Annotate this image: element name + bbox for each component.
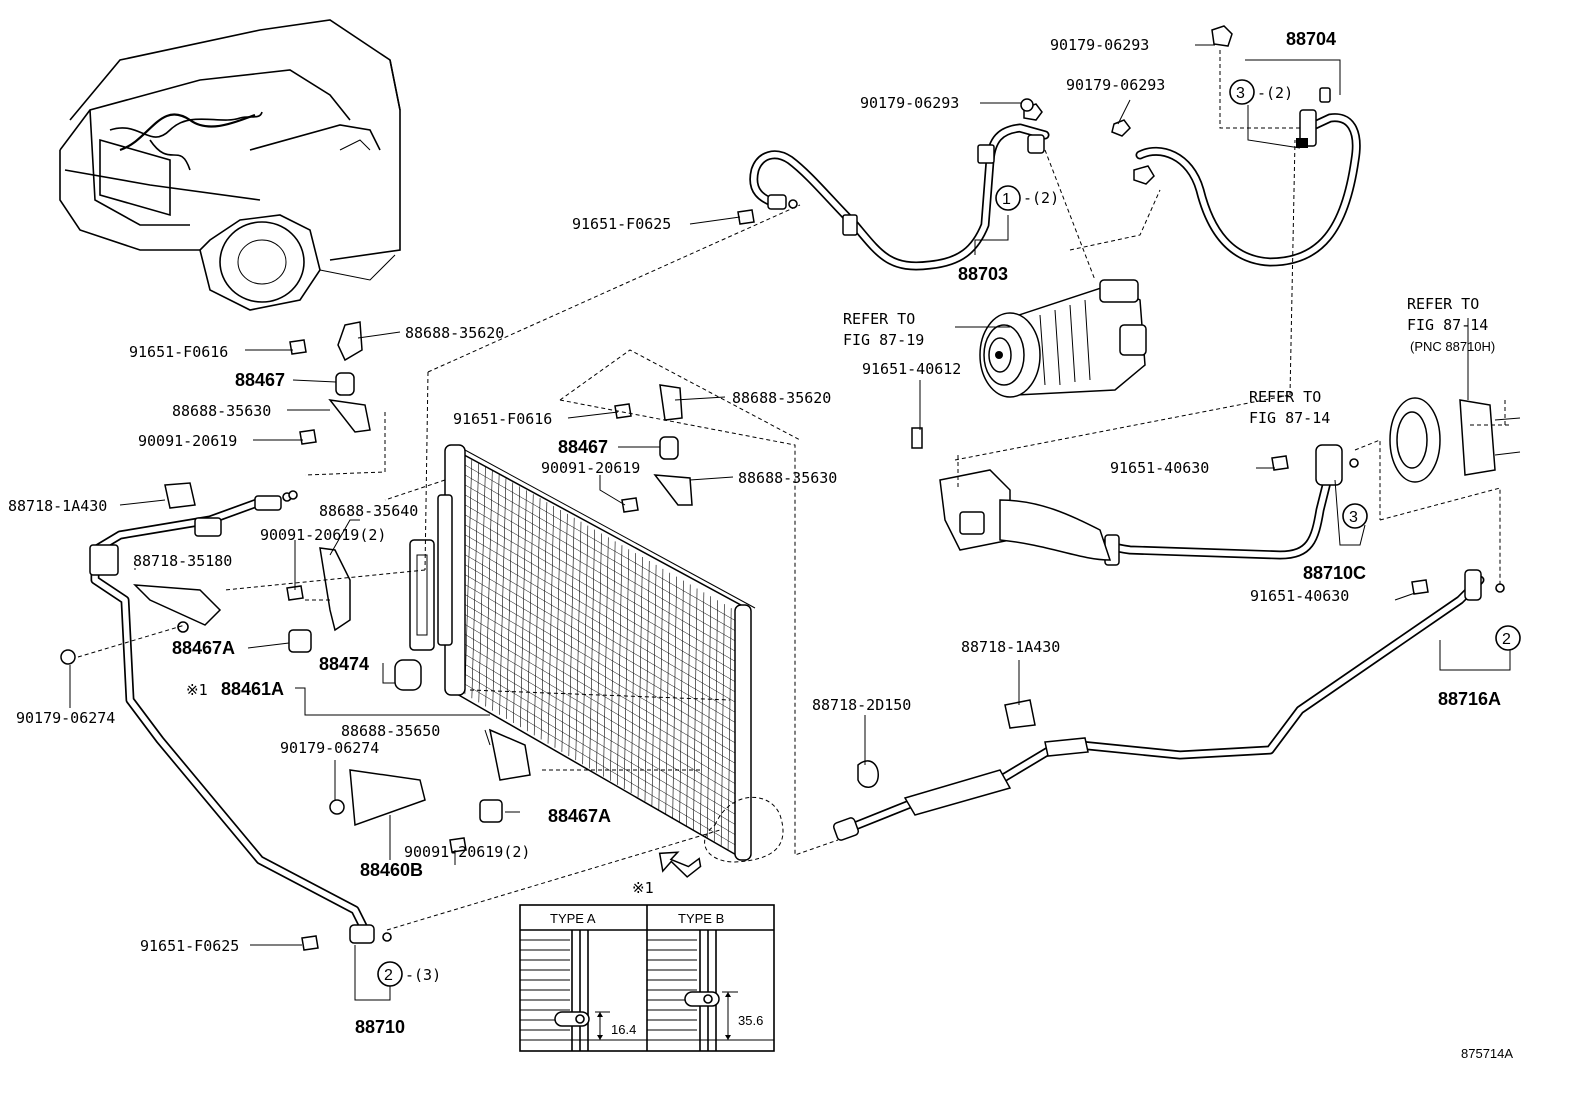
label-88688-35640: 88688-35640 <box>319 502 418 520</box>
callout-circles <box>377 79 1521 987</box>
clutch-pulley <box>1389 397 1521 483</box>
label-88688-35620-b: 88688-35620 <box>732 389 831 407</box>
dashed-guide-lines <box>77 50 1510 931</box>
type-a-detail: 16.4 <box>520 930 647 1051</box>
callout-2-bottom: 2 <box>384 967 393 984</box>
label-90091-20619-2-a: 90091-20619(2) <box>260 526 386 544</box>
label-90091-20619-2-b: 90091-20619(2) <box>404 843 530 861</box>
label-88710: 88710 <box>355 1017 405 1037</box>
dim-a: 16.4 <box>611 1022 636 1037</box>
callout-3-top: 3 <box>1236 85 1245 102</box>
leader-lines <box>69 44 1511 1001</box>
suction-hose-88704 <box>1111 25 1361 267</box>
dim-b: 35.6 <box>738 1013 763 1028</box>
liquid-line-88710 <box>89 495 375 944</box>
label-91651-f0616-b: 91651-F0616 <box>453 410 552 428</box>
condenser <box>409 444 756 862</box>
ref-fig-87-14-b-line2: FIG 87-14 <box>1249 409 1330 427</box>
label-88716a: 88716A <box>1438 689 1501 709</box>
small-parts <box>60 98 1429 951</box>
qty-callout-3: -(2) <box>1257 84 1293 102</box>
callout-1: 1 <box>1002 191 1011 208</box>
label-88688-35630-b: 88688-35630 <box>738 469 837 487</box>
callout-2-right: 2 <box>1502 631 1511 648</box>
label-88688-35650: 88688-35650 <box>341 722 440 740</box>
label-88474: 88474 <box>319 654 369 674</box>
label-90091-20619-b: 90091-20619 <box>541 459 640 477</box>
detail-mark: ※1 <box>632 879 654 897</box>
part-labels: 90179-06293 88704 90179-06293 90179-0629… <box>8 29 1513 1061</box>
label-88704: 88704 <box>1286 29 1336 49</box>
label-88718-2d150: 88718-2D150 <box>812 696 911 714</box>
liquid-line-88716a <box>832 569 1505 841</box>
ref-fig-87-14-a-line2: FIG 87-14 <box>1407 316 1488 334</box>
qty-callout-2: -(3) <box>405 966 441 984</box>
label-91651-f0625-top: 91651-F0625 <box>572 215 671 233</box>
label-90179-06274-a: 90179-06274 <box>16 709 115 727</box>
callout-numbers: 1 3 3 2 2 -(2) -(2) -(3) <box>384 84 1511 984</box>
label-88467-a: 88467 <box>235 370 285 390</box>
label-88461a: 88461A <box>221 679 284 699</box>
label-88467a-a: 88467A <box>172 638 235 658</box>
ref-fig-87-14-a-line1: REFER TO <box>1407 295 1479 313</box>
label-91651-f0616-a: 91651-F0616 <box>129 343 228 361</box>
label-91651-40612: 91651-40612 <box>862 360 961 378</box>
discharge-hose-88703 <box>749 103 1050 271</box>
callout-3-right: 3 <box>1349 509 1358 526</box>
label-90179-06293-b: 90179-06293 <box>1066 76 1165 94</box>
label-90179-06293-a: 90179-06293 <box>1050 36 1149 54</box>
type-b-detail: 35.6 <box>647 930 774 1051</box>
compressor <box>979 279 1147 398</box>
label-88467a-b: 88467A <box>548 806 611 826</box>
label-88718-35180: 88718-35180 <box>133 552 232 570</box>
ref-fig-87-19-line2: FIG 87-19 <box>843 331 924 349</box>
label-88688-35620-a: 88688-35620 <box>405 324 504 342</box>
diagram-id: 875714A <box>1461 1046 1513 1061</box>
label-90179-06293-c: 90179-06293 <box>860 94 959 112</box>
label-90179-06274-b: 90179-06274 <box>280 739 379 757</box>
label-91651-f0625-bottom: 91651-F0625 <box>140 937 239 955</box>
label-88467-b: 88467 <box>558 437 608 457</box>
ref-fig-87-14-a-line3: (PNC 88710H) <box>1410 339 1495 354</box>
label-88718-1a430-a: 88718-1A430 <box>8 497 107 515</box>
detail-box: ※1 TYPE A TYPE B 16.4 <box>519 879 775 1052</box>
detail-arrow <box>658 851 702 878</box>
type-b-label: TYPE B <box>678 911 724 926</box>
label-91651-40630-b: 91651-40630 <box>1250 587 1349 605</box>
label-88710c: 88710C <box>1303 563 1366 583</box>
label-88460b: 88460B <box>360 860 423 880</box>
mark-1: ※1 <box>186 681 208 699</box>
label-90091-20619-a: 90091-20619 <box>138 432 237 450</box>
type-a-label: TYPE A <box>550 911 596 926</box>
label-88688-35630-a: 88688-35630 <box>172 402 271 420</box>
ref-fig-87-19-line1: REFER TO <box>843 310 915 328</box>
label-88703: 88703 <box>958 264 1008 284</box>
qty-callout-1: -(2) <box>1023 189 1059 207</box>
vehicle-illustration <box>59 19 401 311</box>
ref-fig-87-14-b-line1: REFER TO <box>1249 388 1321 406</box>
liquid-line-88710c <box>939 444 1343 566</box>
label-88718-1a430-b: 88718-1A430 <box>961 638 1060 656</box>
label-91651-40630-a: 91651-40630 <box>1110 459 1209 477</box>
